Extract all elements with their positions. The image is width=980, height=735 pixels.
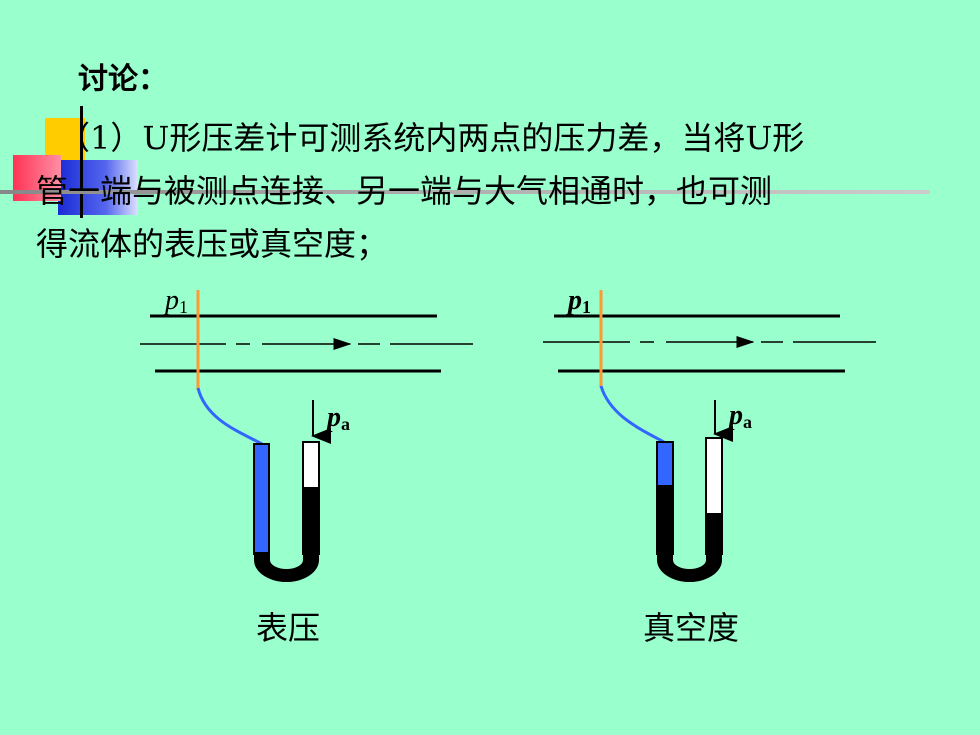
p1-label: p1 — [566, 285, 591, 317]
gauge-pressure-diagram: p1 pa — [140, 285, 473, 582]
caption-gauge-pressure: 表压 — [256, 609, 321, 647]
paragraph-line-2: 管一端与被测点连接、另一端与大气相通时，也可测 — [36, 172, 773, 210]
u-tube-right-fluid — [302, 487, 320, 555]
discussion-paragraph: （1）U形压差计可测系统内两点的压力差，当将U形 管一端与被测点连接、另一端与大… — [36, 112, 936, 271]
u-tube-bend — [657, 552, 722, 582]
p1-label: p1 — [163, 285, 188, 317]
u-tube-left-air — [656, 441, 674, 487]
deco-horizontal-line — [0, 190, 930, 194]
caption-vacuum: 真空度 — [643, 609, 740, 647]
paragraph-line-1: （1）U形压差计可测系统内两点的压力差，当将U形 — [58, 119, 805, 157]
connecting-tube — [599, 385, 665, 444]
u-tube-left-fluid — [253, 443, 270, 555]
u-tube-left-fluid — [656, 485, 674, 555]
paragraph-line-3: 得流体的表压或真空度； — [36, 225, 389, 263]
discussion-heading: 讨论： — [78, 62, 168, 97]
deco-vertical-line — [80, 106, 83, 218]
pa-label: pa — [727, 400, 752, 432]
u-tube-bend — [254, 552, 319, 582]
pa-label: pa — [325, 402, 350, 434]
connecting-tube — [196, 387, 263, 446]
vacuum-diagram: p1 pa — [543, 285, 876, 582]
deco-yellow-square — [45, 118, 85, 162]
u-tube-right-fluid — [705, 513, 723, 555]
u-tube-right-air — [302, 441, 320, 489]
deco-navy-square — [58, 160, 138, 215]
u-tube-right-air — [705, 437, 723, 515]
